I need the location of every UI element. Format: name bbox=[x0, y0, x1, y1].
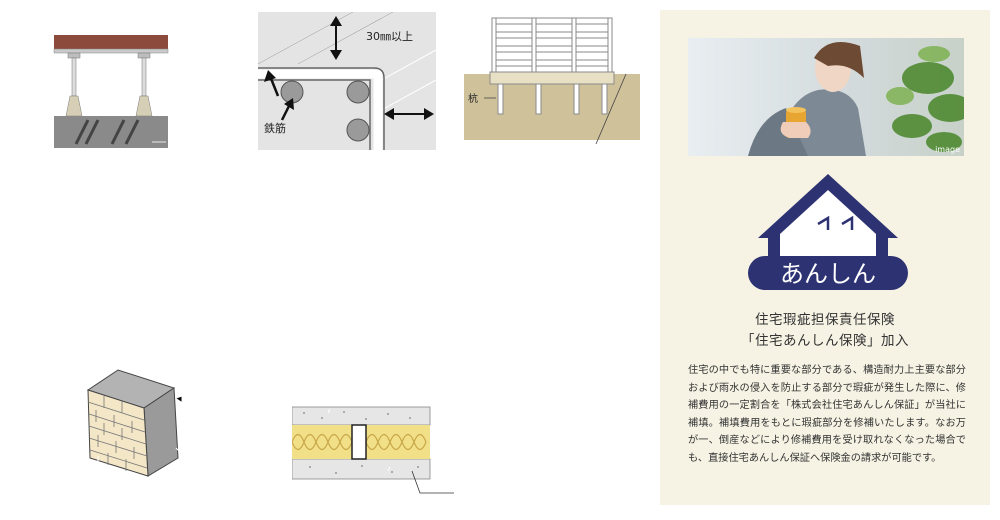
pile-label: 杭 bbox=[468, 92, 478, 105]
insurance-description: 住宅の中でも特に重要な部分である、構造耐力上主要な部分および雨水の侵入を防止する… bbox=[688, 365, 966, 464]
wall-block-illustration bbox=[86, 369, 183, 477]
insulation-section-illustration bbox=[292, 406, 454, 494]
insurance-title-line1: 住宅瑕疵担保責任保険 bbox=[755, 312, 895, 328]
insurance-title: 住宅瑕疵担保責任保険 「住宅あんしん保険」加入 bbox=[660, 310, 990, 352]
rebar-label: 鉄筋 bbox=[264, 121, 286, 135]
insurance-title-line2: 「住宅あんしん保険」加入 bbox=[741, 333, 909, 349]
photo-caption: image bbox=[935, 145, 960, 154]
anshin-logo: あんしん bbox=[748, 174, 908, 290]
woman-with-tea-photo: image bbox=[688, 38, 964, 156]
logo-text: あんしん bbox=[780, 260, 876, 288]
rebar-cover-illustration: 30㎜以上 鉄筋 bbox=[258, 12, 436, 150]
insurance-panel: image あんしん 住宅瑕疵担保責任保険 「住宅あんしん保険」加入 住宅の中で… bbox=[660, 10, 990, 505]
cover-label: 30㎜以上 bbox=[366, 30, 413, 43]
floor-post-illustration bbox=[53, 35, 169, 148]
pile-foundation-illustration: 杭 bbox=[464, 17, 640, 145]
